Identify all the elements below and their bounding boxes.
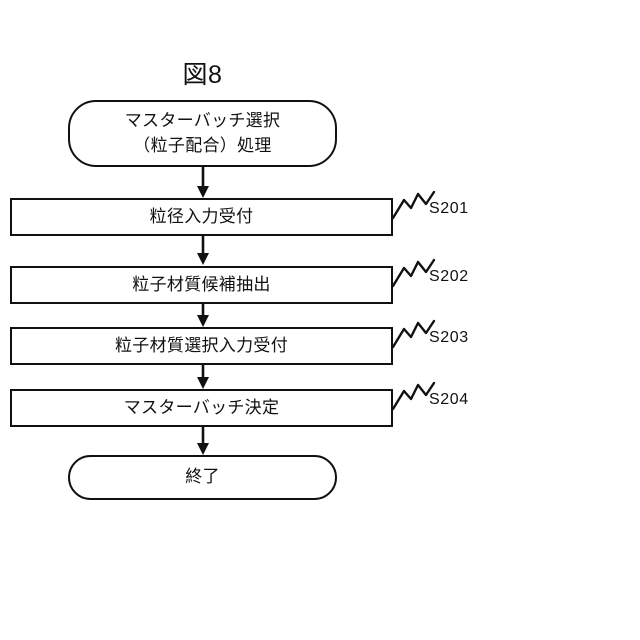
flow-node-step-2: 粒子材質候補抽出 xyxy=(10,266,393,304)
flow-node-step-4-label: マスターバッチ決定 xyxy=(123,397,280,417)
connector-arrow xyxy=(197,427,209,455)
flow-node-step-1: 粒径入力受付 xyxy=(10,198,393,236)
flow-node-step-3-label: 粒子材質選択入力受付 xyxy=(115,335,288,355)
flow-node-start-label: マスターバッチ選択 （粒子配合）処理 xyxy=(124,110,281,155)
flow-node-end-label: 終了 xyxy=(185,467,220,487)
step-id-label-4: S204 xyxy=(429,391,469,408)
flow-node-step-2-label: 粒子材質候補抽出 xyxy=(132,274,271,294)
flow-node-step-4: マスターバッチ決定 xyxy=(10,389,393,427)
flow-node-step-1-label: 粒径入力受付 xyxy=(149,206,254,226)
flow-node-end: 終了 xyxy=(68,455,337,500)
flow-node-start: マスターバッチ選択 （粒子配合）処理 xyxy=(68,100,337,167)
step-leader-line-4 xyxy=(391,381,436,411)
figure-title: 図8 xyxy=(182,61,223,89)
connector-arrow xyxy=(197,365,209,389)
step-leader-line-3 xyxy=(391,319,436,349)
step-id-label-2: S202 xyxy=(429,268,469,285)
connector-arrow xyxy=(197,167,209,198)
step-id-label-1: S201 xyxy=(429,200,469,217)
connector-arrow xyxy=(197,236,209,265)
step-leader-line-2 xyxy=(391,258,436,288)
step-leader-line-1 xyxy=(391,190,436,220)
connector-arrow xyxy=(197,304,209,327)
flow-node-step-3: 粒子材質選択入力受付 xyxy=(10,327,393,365)
step-id-label-3: S203 xyxy=(429,329,469,346)
